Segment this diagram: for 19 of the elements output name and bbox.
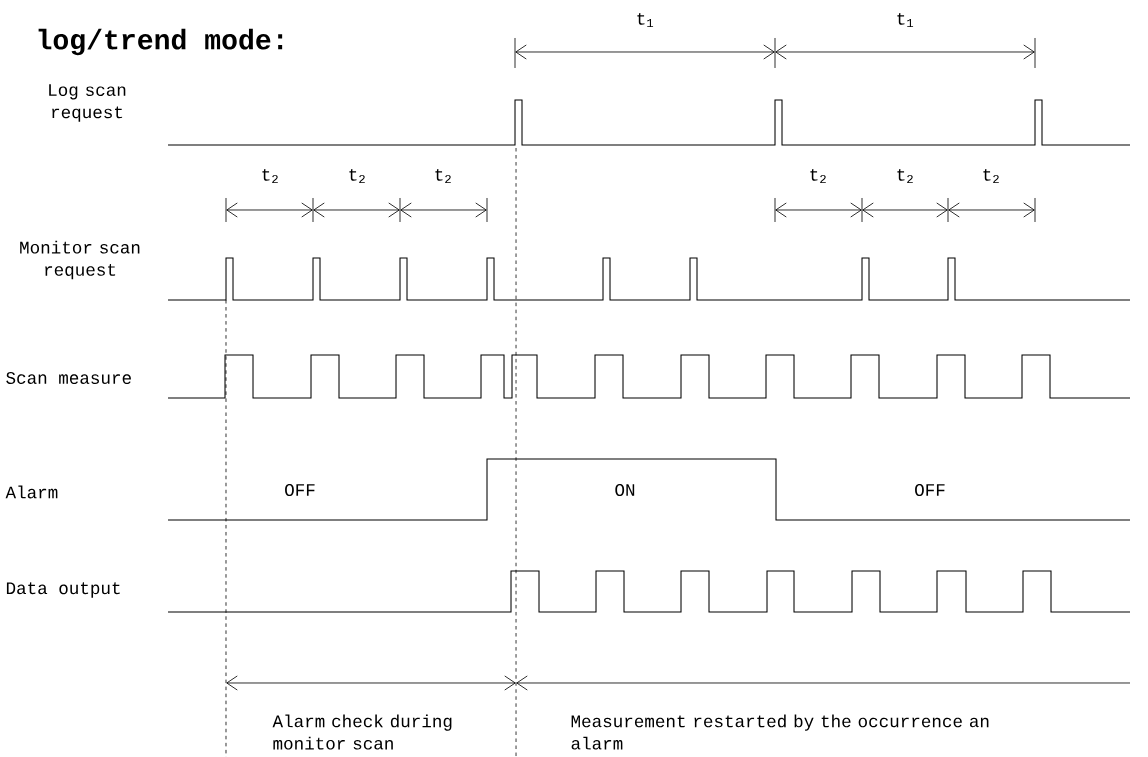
time-label: t$_{2}$ <box>349 168 365 184</box>
state-label: OFF <box>285 484 315 496</box>
signal-label: Monitor scan request <box>20 240 140 280</box>
time-label: t$_{2}$ <box>897 168 913 184</box>
time-label: t$_{2}$ <box>262 168 278 184</box>
note-text: Measurement restarted by the occurrence an alarm <box>571 714 989 750</box>
time-label: t$_{1}$ <box>637 12 654 28</box>
signal-label: Data output <box>6 582 120 598</box>
note-text: Alarm check during monitor scan <box>272 714 452 750</box>
time-label: t$_{2}$ <box>435 168 451 184</box>
state-label: ON <box>615 484 635 496</box>
time-label: t$_{1}$ <box>897 12 914 28</box>
state-label: OFF <box>915 484 945 496</box>
time-label: t$_{2}$ <box>983 168 999 184</box>
title: log/trend mode: <box>38 28 283 56</box>
signal-label: Scan measure <box>6 372 131 384</box>
time-label: t$_{2}$ <box>810 168 826 184</box>
signal-label: Log scan request <box>49 84 126 122</box>
signal-label: Alarm <box>5 485 58 499</box>
